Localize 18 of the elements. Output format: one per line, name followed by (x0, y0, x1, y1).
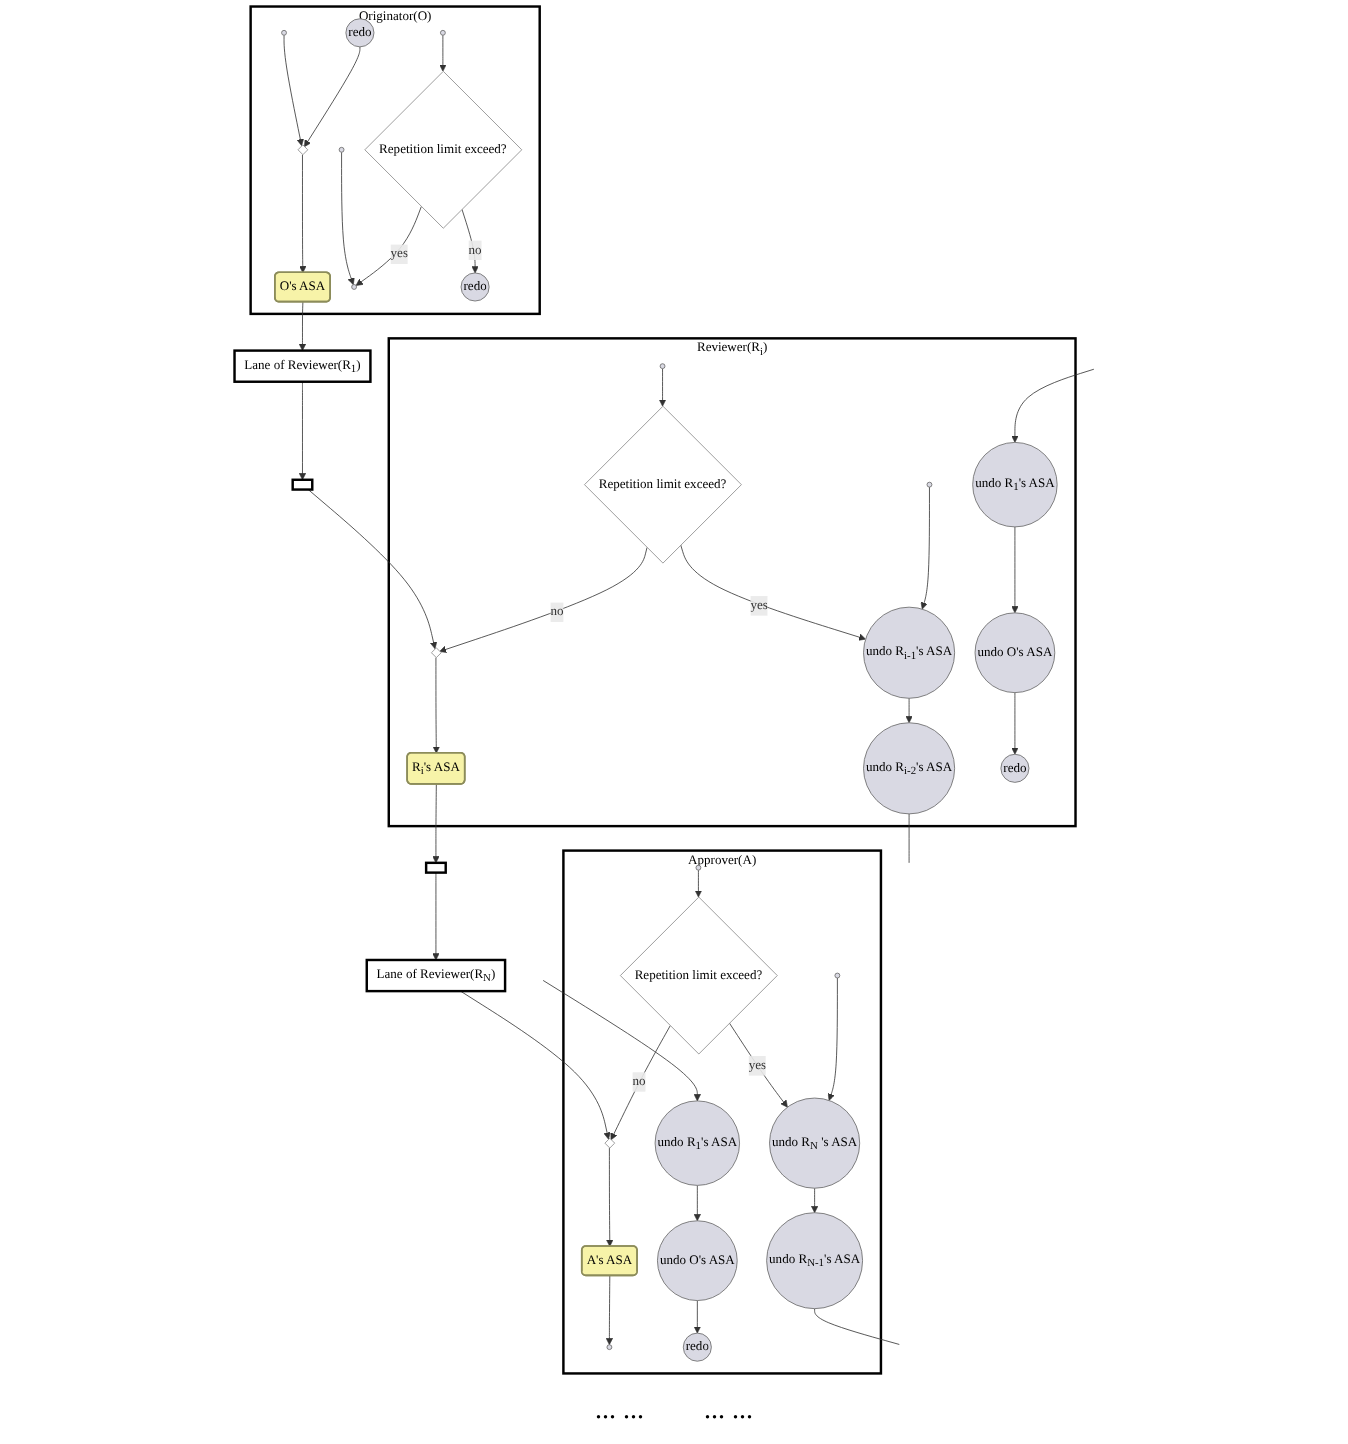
node-circle (338, 146, 345, 153)
node-diamond (297, 144, 309, 156)
ellipsis-note: ... ... (704, 1396, 753, 1428)
node-diamond (431, 647, 442, 659)
node-box (291, 478, 314, 491)
node-box (424, 861, 447, 874)
ellipsis-note: ... ... (595, 1396, 644, 1428)
node-circle (695, 864, 702, 871)
connector (908, 813, 910, 864)
node-circle (834, 972, 841, 979)
node-diamond (604, 1137, 616, 1149)
node-circle (926, 481, 933, 488)
node-circle (281, 29, 287, 36)
node-circle (606, 1344, 613, 1350)
node-circle (659, 363, 666, 370)
node-circle (440, 29, 446, 36)
connector (814, 1308, 900, 1345)
node-circle (351, 284, 357, 290)
